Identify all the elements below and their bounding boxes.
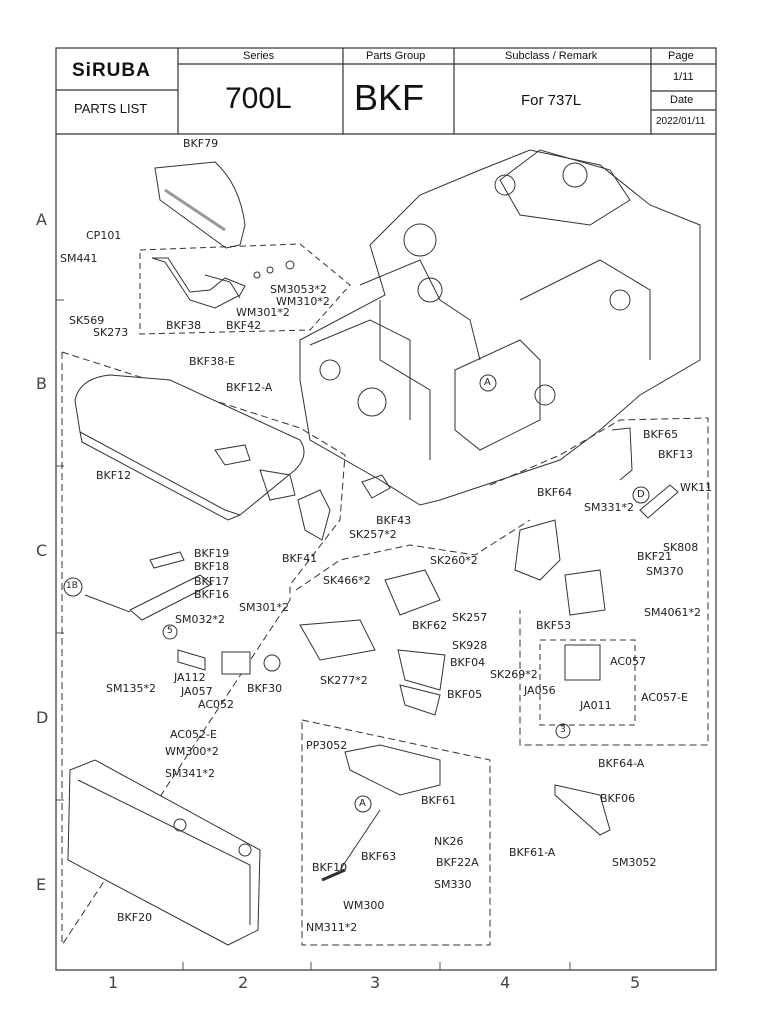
- part-label: BKF38-E: [189, 355, 236, 368]
- part-label: BKF65: [643, 428, 679, 441]
- part-label: BKF10: [312, 861, 348, 874]
- subclass-label: Subclass / Remark: [505, 50, 598, 62]
- part-label: SM331*2: [584, 501, 634, 514]
- part-label: SM032*2: [175, 613, 225, 626]
- part-label: BKF42: [226, 319, 262, 332]
- part-label: PP3052: [306, 739, 348, 752]
- part-label: BKF04: [450, 656, 486, 669]
- date-label: Date: [670, 94, 694, 106]
- parts-group-label: Parts Group: [366, 50, 426, 62]
- part-label: SK257: [452, 611, 488, 624]
- part-label: SK569: [69, 314, 105, 327]
- grid-col-1: 1: [108, 973, 119, 992]
- part-label: SM301*2: [239, 601, 289, 614]
- part-label: BKF22A: [436, 856, 479, 869]
- part-label: BKF64: [537, 486, 573, 499]
- parts-list-title: PARTS LIST: [74, 101, 148, 116]
- part-label: BKF63: [361, 850, 397, 863]
- part-label: SK277*2: [320, 674, 368, 687]
- part-label: JA056: [524, 684, 556, 697]
- part-label: JA057: [181, 685, 213, 698]
- brand-logo: SiRUBA: [72, 60, 151, 81]
- part-label: JA112: [174, 671, 206, 684]
- part-label: BKF19: [194, 547, 230, 560]
- marker-3: 3: [560, 725, 566, 735]
- marker-5: 5: [167, 626, 173, 636]
- part-label: BKF18: [194, 560, 230, 573]
- part-label: BKF41: [282, 552, 318, 565]
- part-label: WM300: [343, 899, 385, 912]
- part-label: WM301*2: [236, 306, 290, 319]
- part-label: AC052-E: [170, 728, 217, 741]
- part-label: BKF64-A: [598, 757, 645, 770]
- part-label: BKF12: [96, 469, 132, 482]
- marker-d: D: [637, 489, 645, 500]
- part-label: BKF17: [194, 575, 230, 588]
- grid-row-e: E: [36, 875, 47, 894]
- grid-row-d: D: [36, 708, 49, 727]
- part-label: BKF53: [536, 619, 572, 632]
- parts-group-value: BKF: [354, 77, 425, 118]
- part-label: AC057: [610, 655, 647, 668]
- part-label: WK11: [680, 481, 713, 494]
- grid-row-a: A: [36, 210, 47, 229]
- grid-col-2: 2: [238, 973, 249, 992]
- part-label: BKF62: [412, 619, 448, 632]
- part-label: AC057-E: [641, 691, 688, 704]
- part-label: BKF06: [600, 792, 636, 805]
- part-label: CP101: [86, 229, 122, 242]
- part-label: BKF61-A: [509, 846, 556, 859]
- part-label: SK928: [452, 639, 488, 652]
- part-label: BKF16: [194, 588, 230, 601]
- marker-1b: 1B: [66, 581, 78, 591]
- part-label: WM300*2: [165, 745, 219, 758]
- part-label: SK808: [663, 541, 699, 554]
- part-label: BKF13: [658, 448, 694, 461]
- page-label: Page: [668, 50, 694, 62]
- part-label: NK26: [434, 835, 464, 848]
- marker-a-upper: A: [484, 377, 491, 388]
- series-value: 700L: [225, 82, 292, 115]
- grid-row-b: B: [36, 374, 47, 393]
- part-label: SM441: [60, 252, 98, 265]
- part-label: BKF05: [447, 688, 483, 701]
- part-label: SK269*2: [490, 668, 538, 681]
- part-label: AC052: [198, 698, 235, 711]
- part-label: SM4061*2: [644, 606, 701, 619]
- part-label: SK260*2: [430, 554, 478, 567]
- grid-col-4: 4: [500, 973, 511, 992]
- part-label: SM330: [434, 878, 472, 891]
- grid-col-5: 5: [630, 973, 641, 992]
- part-label: BKF61: [421, 794, 457, 807]
- part-label: BKF38: [166, 319, 202, 332]
- part-label: BKF12-A: [226, 381, 273, 394]
- part-label: NM311*2: [306, 921, 358, 934]
- part-label: BKF20: [117, 911, 153, 924]
- part-label: SM3053*2: [270, 283, 327, 296]
- part-label: SM341*2: [165, 767, 215, 780]
- part-label: BKF79: [183, 137, 219, 150]
- part-label: SM3052: [612, 856, 657, 869]
- grid-col-3: 3: [370, 973, 381, 992]
- part-label: JA011: [580, 699, 612, 712]
- marker-a-lower: A: [359, 798, 366, 809]
- page-value: 1/11: [673, 71, 694, 83]
- part-label: WM310*2: [276, 295, 330, 308]
- grid-row-c: C: [36, 541, 48, 560]
- part-label: SK273: [93, 326, 129, 339]
- subclass-value: For 737L: [521, 92, 582, 109]
- part-label: SM370: [646, 565, 684, 578]
- date-value: 2022/01/11: [656, 116, 706, 127]
- part-label: SK466*2: [323, 574, 371, 587]
- part-label: SM135*2: [106, 682, 156, 695]
- part-label: BKF43: [376, 514, 412, 527]
- part-label: SK257*2: [349, 528, 397, 541]
- part-label: BKF21: [637, 550, 673, 563]
- series-label: Series: [243, 50, 275, 62]
- part-label: BKF30: [247, 682, 283, 695]
